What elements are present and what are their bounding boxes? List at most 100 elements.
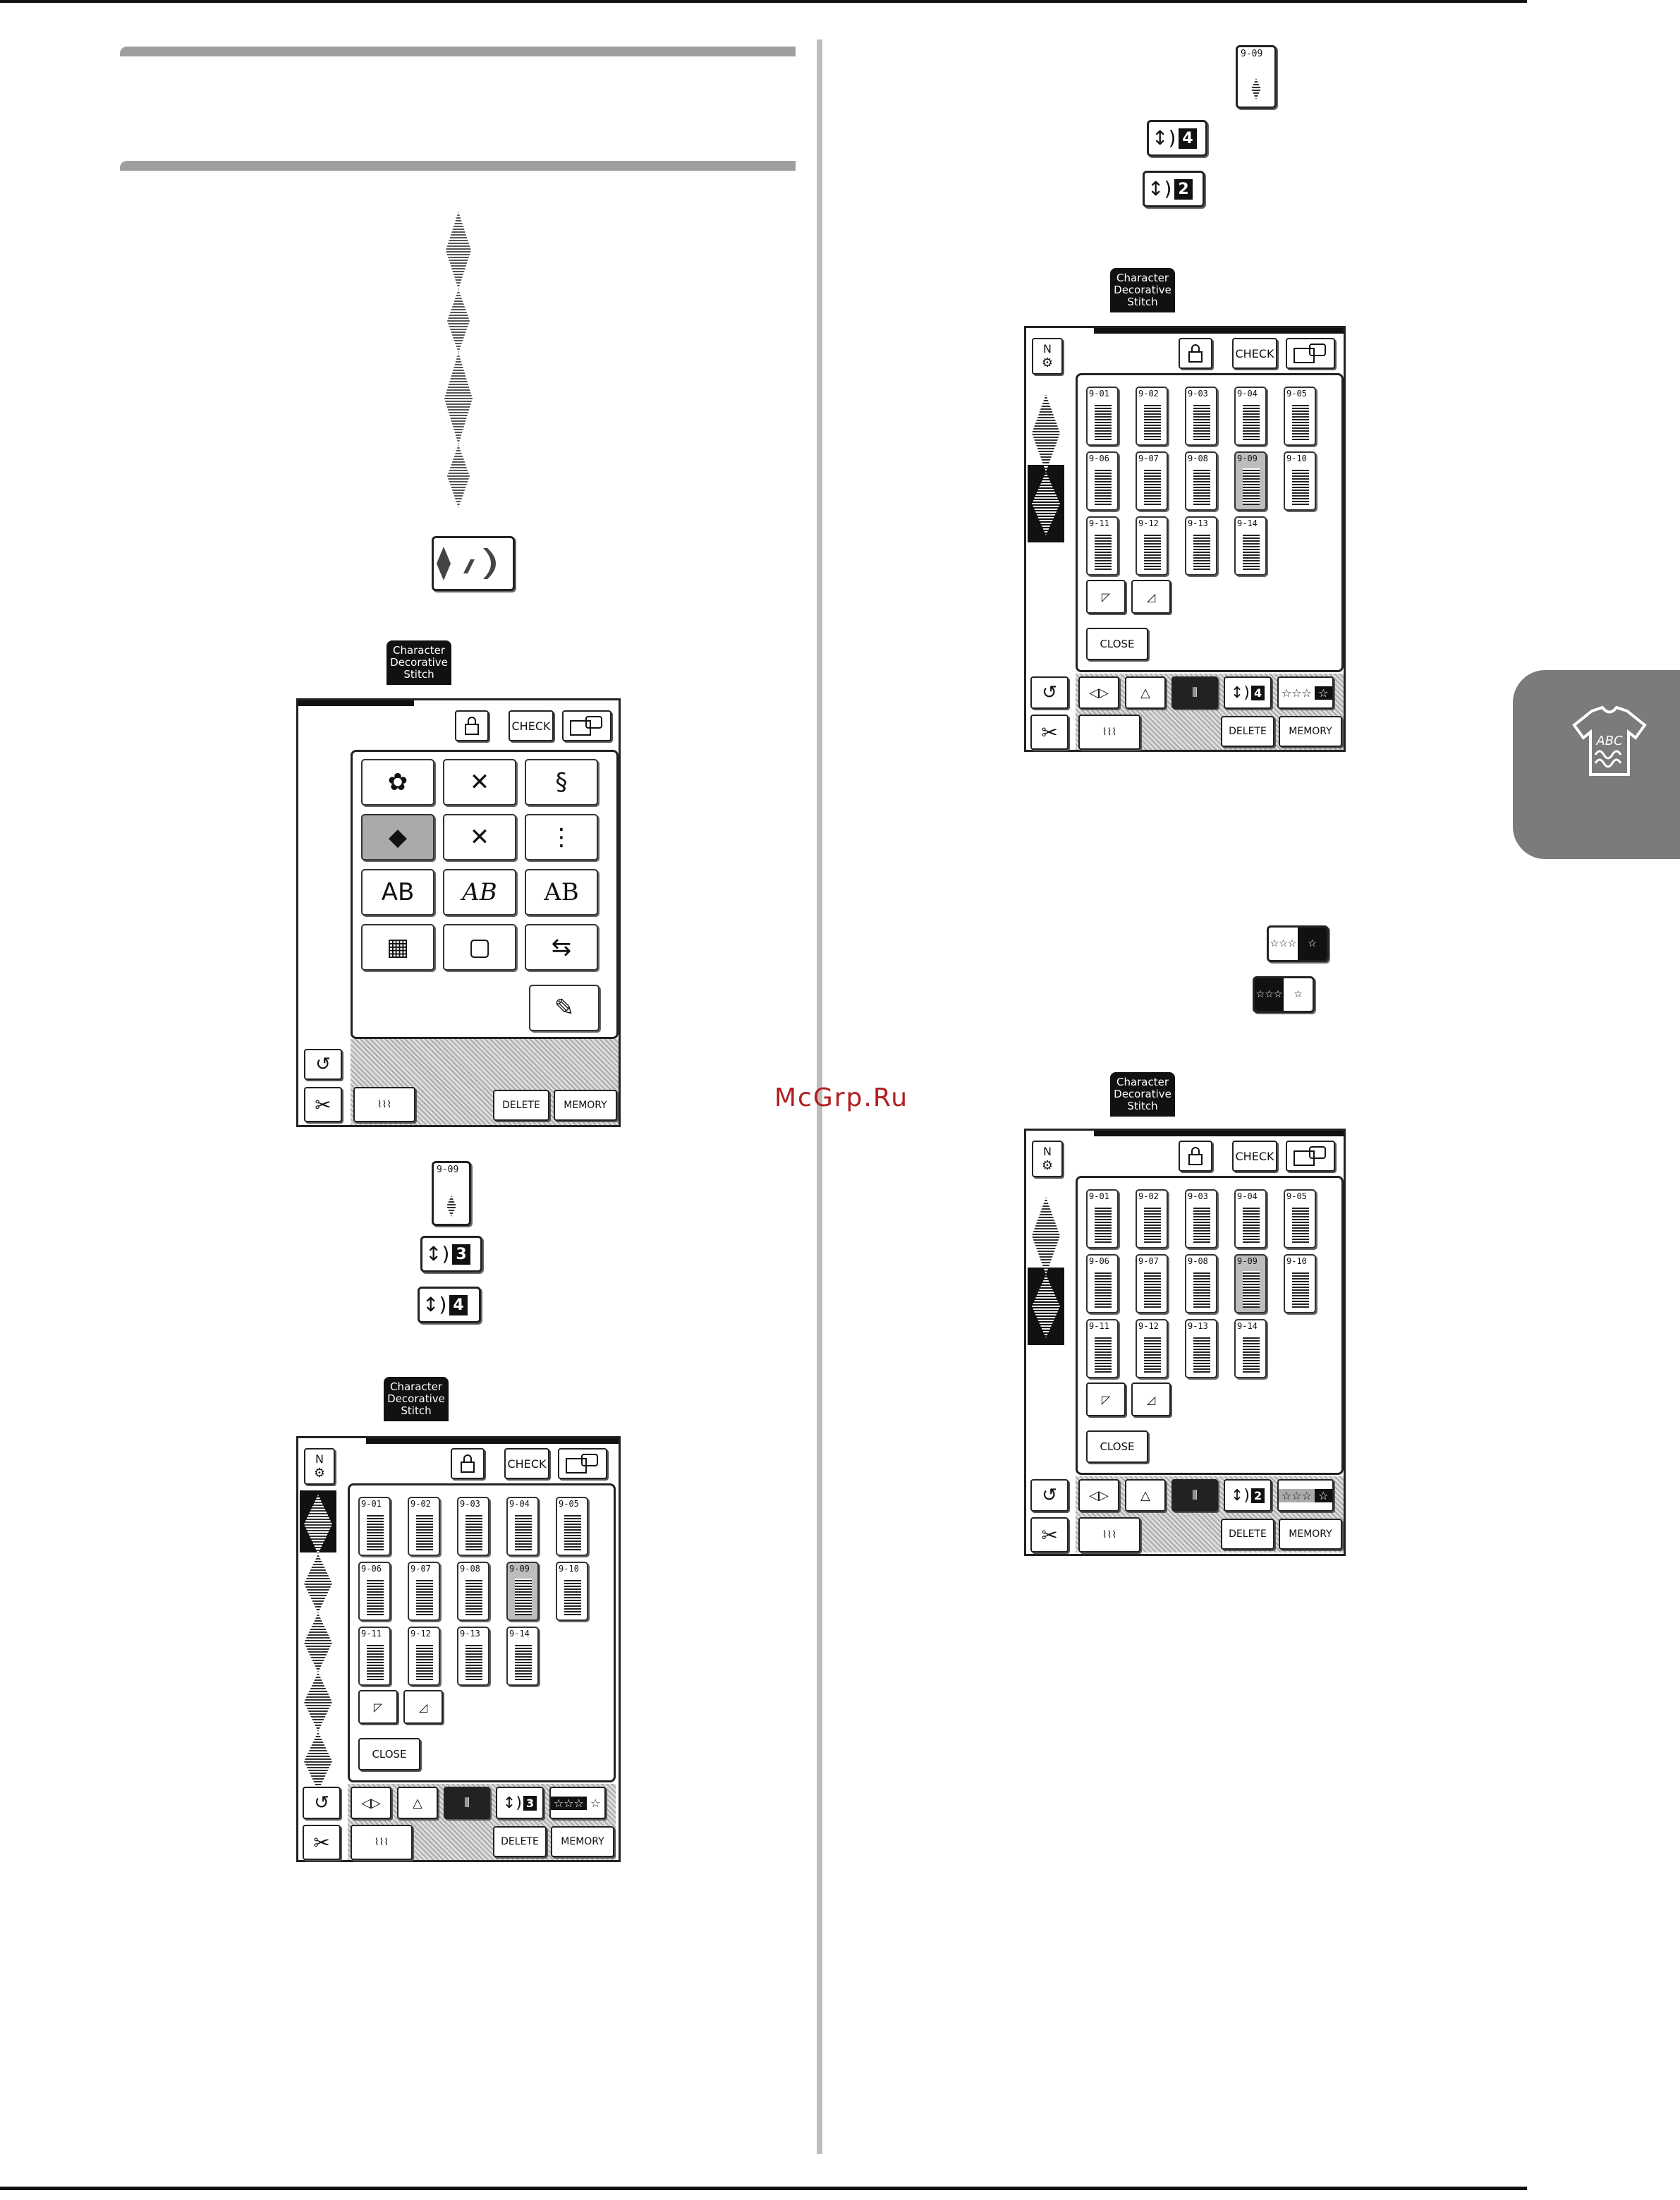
prev-page-button[interactable]: ◸ [1086, 1382, 1126, 1416]
mirror-button[interactable]: ◁▷ [1078, 676, 1119, 709]
stitch-tile[interactable]: 9-03 [1185, 387, 1217, 446]
help-button[interactable] [1286, 1141, 1335, 1172]
length-key-3[interactable]: ↕)3 [420, 1236, 482, 1272]
stitch-tile[interactable]: 9-02 [1136, 387, 1168, 446]
density-button[interactable]: ☆☆☆☆ [549, 1787, 606, 1819]
density-key-fine[interactable]: ☆☆☆☆ [1267, 925, 1329, 962]
stitch-tile[interactable]: 9-09 [1234, 451, 1267, 511]
close-button[interactable]: CLOSE [1086, 628, 1148, 660]
lock-button[interactable] [1179, 338, 1212, 369]
stitch-tile[interactable]: 9-05 [556, 1497, 588, 1556]
stitch-tile[interactable]: 9-07 [1136, 1254, 1168, 1313]
stitch-tile[interactable]: 9-10 [1284, 1254, 1316, 1313]
scissors-button[interactable]: ✂ [1030, 1517, 1069, 1552]
category-crossstitch-key[interactable]: ✕ [443, 814, 516, 861]
check-button[interactable]: CHECK [1232, 1141, 1277, 1172]
category-usb-key[interactable]: ⇆ [525, 924, 598, 971]
delete-button[interactable]: DELETE [493, 1090, 549, 1121]
stitch-tile[interactable]: 9-13 [457, 1627, 489, 1686]
stitch-preview-button[interactable]: ⌇⌇⌇ [351, 1825, 413, 1860]
flip-button[interactable]: △ [1125, 676, 1166, 709]
density-key-coarse[interactable]: ☆☆☆☆ [1253, 976, 1315, 1013]
stitch-tile[interactable]: 9-11 [1086, 1319, 1119, 1378]
check-button[interactable]: CHECK [504, 1448, 549, 1479]
stitch-preview-button[interactable]: ⌇⌇⌇ [1078, 1517, 1140, 1552]
stitch-tile[interactable]: 9-14 [506, 1627, 539, 1686]
reverse-button[interactable]: ↺ [1030, 1479, 1069, 1512]
stitch-tile[interactable]: 9-08 [1185, 451, 1217, 511]
density-button[interactable]: ☆☆☆☆ [1277, 676, 1334, 709]
prev-page-button[interactable]: ◸ [358, 1690, 398, 1724]
stitch-tile[interactable]: 9-04 [1234, 1189, 1267, 1248]
chapter-tab[interactable]: ABC [1513, 670, 1680, 859]
help-button[interactable] [1286, 338, 1335, 369]
stitch-preview-strip[interactable] [300, 1490, 336, 1791]
stitch-preview-strip[interactable] [1028, 1183, 1064, 1479]
stitch-tile[interactable]: 9-02 [1136, 1189, 1168, 1248]
stitch-length-button[interactable]: ↕)2 [1224, 1479, 1272, 1512]
stitch-tile[interactable]: 9-13 [1185, 1319, 1217, 1378]
stitch-length-button[interactable]: ↕)3 [496, 1787, 544, 1819]
stitch-key-9-09[interactable]: 9-09 [432, 1161, 471, 1226]
stitch-tile[interactable]: 9-11 [1086, 516, 1119, 576]
stitch-tile[interactable]: 9-06 [1086, 451, 1119, 511]
category-map-key[interactable]: ▦ [361, 924, 434, 971]
category-cross-key[interactable]: ✕ [443, 759, 516, 806]
check-button[interactable]: CHECK [509, 710, 554, 741]
scissors-button[interactable]: ✂ [303, 1825, 341, 1860]
stitch-preview-button[interactable]: ⌇⌇⌇ [353, 1087, 415, 1122]
stitch-preview-strip[interactable] [1028, 380, 1064, 676]
category-satin-key[interactable]: ◆ [361, 814, 434, 861]
memory-button[interactable]: MEMORY [1279, 716, 1342, 747]
delete-button[interactable]: DELETE [1221, 716, 1274, 747]
stitch-tile[interactable]: 9-07 [408, 1562, 440, 1621]
scissors-button[interactable]: ✂ [1030, 715, 1069, 750]
help-button[interactable] [562, 710, 611, 741]
length-key-4[interactable]: ↕)4 [418, 1287, 481, 1323]
stitch-length-button[interactable]: ↕)4 [1224, 676, 1272, 709]
length-key-4-right[interactable]: ↕)4 [1147, 120, 1207, 157]
help-button[interactable] [558, 1448, 607, 1479]
satin-stitch-category-key[interactable] [432, 536, 515, 591]
density-button[interactable]: ☆☆☆☆ [1277, 1479, 1334, 1512]
reverse-button[interactable]: ↺ [304, 1049, 342, 1080]
stitch-tile[interactable]: 9-08 [457, 1562, 489, 1621]
flip-button[interactable]: △ [397, 1787, 438, 1819]
check-button[interactable]: CHECK [1232, 338, 1277, 369]
stitch-tile[interactable]: 9-01 [1086, 387, 1119, 446]
stitch-tile[interactable]: 9-03 [457, 1497, 489, 1556]
stitch-tile[interactable]: 9-14 [1234, 1319, 1267, 1378]
stitch-tile[interactable]: 9-01 [358, 1497, 391, 1556]
presser-foot-button[interactable]: N⚙ [1032, 338, 1063, 375]
stitch-tile[interactable]: 9-06 [358, 1562, 391, 1621]
lock-button[interactable] [1179, 1141, 1212, 1172]
reverse-button[interactable]: ↺ [303, 1787, 341, 1819]
stitch-tile[interactable]: 9-05 [1284, 387, 1316, 446]
memory-button[interactable]: MEMORY [1279, 1519, 1342, 1550]
twin-needle-button[interactable]: ⫴ [1171, 1479, 1218, 1512]
twin-needle-button[interactable]: ⫴ [1171, 676, 1218, 709]
stitch-key-9-09-right[interactable]: 9-09 [1236, 45, 1277, 109]
flip-button[interactable]: △ [1125, 1479, 1166, 1512]
memory-button[interactable]: MEMORY [551, 1826, 614, 1857]
lock-button[interactable] [455, 710, 489, 741]
stitch-tile[interactable]: 9-07 [1136, 451, 1168, 511]
prev-page-button[interactable]: ◸ [1086, 580, 1126, 614]
stitch-tile[interactable]: 9-12 [1136, 516, 1168, 576]
stitch-tile[interactable]: 9-02 [408, 1497, 440, 1556]
length-key-2-right[interactable]: ↕)2 [1143, 171, 1205, 207]
twin-needle-button[interactable]: ⫴ [444, 1787, 490, 1819]
stitch-tile[interactable]: 9-01 [1086, 1189, 1119, 1248]
category-outline-key[interactable]: AB [525, 869, 598, 916]
stitch-tile[interactable]: 9-05 [1284, 1189, 1316, 1248]
next-page-button[interactable]: ◿ [1131, 580, 1171, 614]
category-motif-key[interactable]: § [525, 759, 598, 806]
reverse-button[interactable]: ↺ [1030, 676, 1069, 709]
stitch-tile[interactable]: 9-14 [1234, 516, 1267, 576]
delete-button[interactable]: DELETE [1221, 1519, 1274, 1550]
stitch-tile[interactable]: 9-10 [556, 1562, 588, 1621]
next-page-button[interactable]: ◿ [1131, 1382, 1171, 1416]
stitch-tile[interactable]: 9-13 [1185, 516, 1217, 576]
stitch-preview-button[interactable]: ⌇⌇⌇ [1078, 715, 1140, 750]
lock-button[interactable] [451, 1448, 485, 1479]
